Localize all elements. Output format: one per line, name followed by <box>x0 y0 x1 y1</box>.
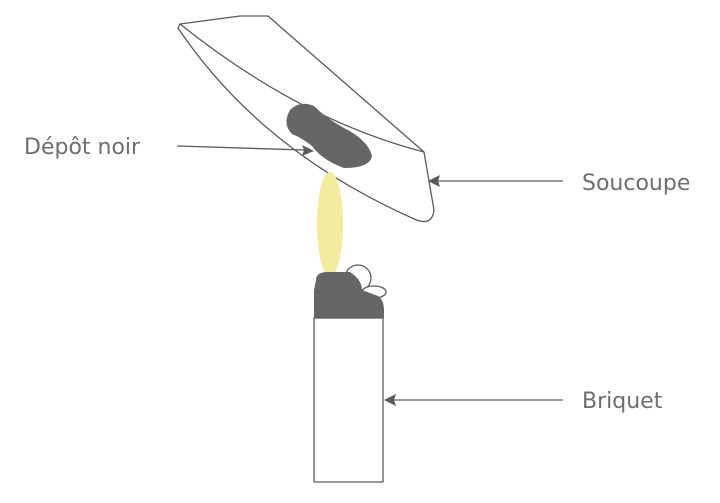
label-lighter: Briquet <box>582 389 663 414</box>
flame <box>317 172 343 276</box>
label-saucer: Soucoupe <box>582 171 690 196</box>
arrow-saucer-head <box>428 175 440 187</box>
arrow-deposit-line <box>176 145 305 151</box>
saucer <box>177 15 435 223</box>
lighter-head <box>314 272 384 318</box>
black-deposit <box>286 103 372 168</box>
arrow-deposit-head <box>302 145 314 156</box>
saucer-inner-edge <box>179 23 425 153</box>
lighter <box>313 264 387 483</box>
arrow-lighter-head <box>384 394 396 406</box>
lighter-body <box>313 317 384 483</box>
annotation-saucer: Soucoupe <box>428 171 690 196</box>
label-deposit: Dépôt noir <box>24 135 141 160</box>
annotation-lighter: Briquet <box>384 389 663 414</box>
annotation-deposit: Dépôt noir <box>24 135 314 160</box>
